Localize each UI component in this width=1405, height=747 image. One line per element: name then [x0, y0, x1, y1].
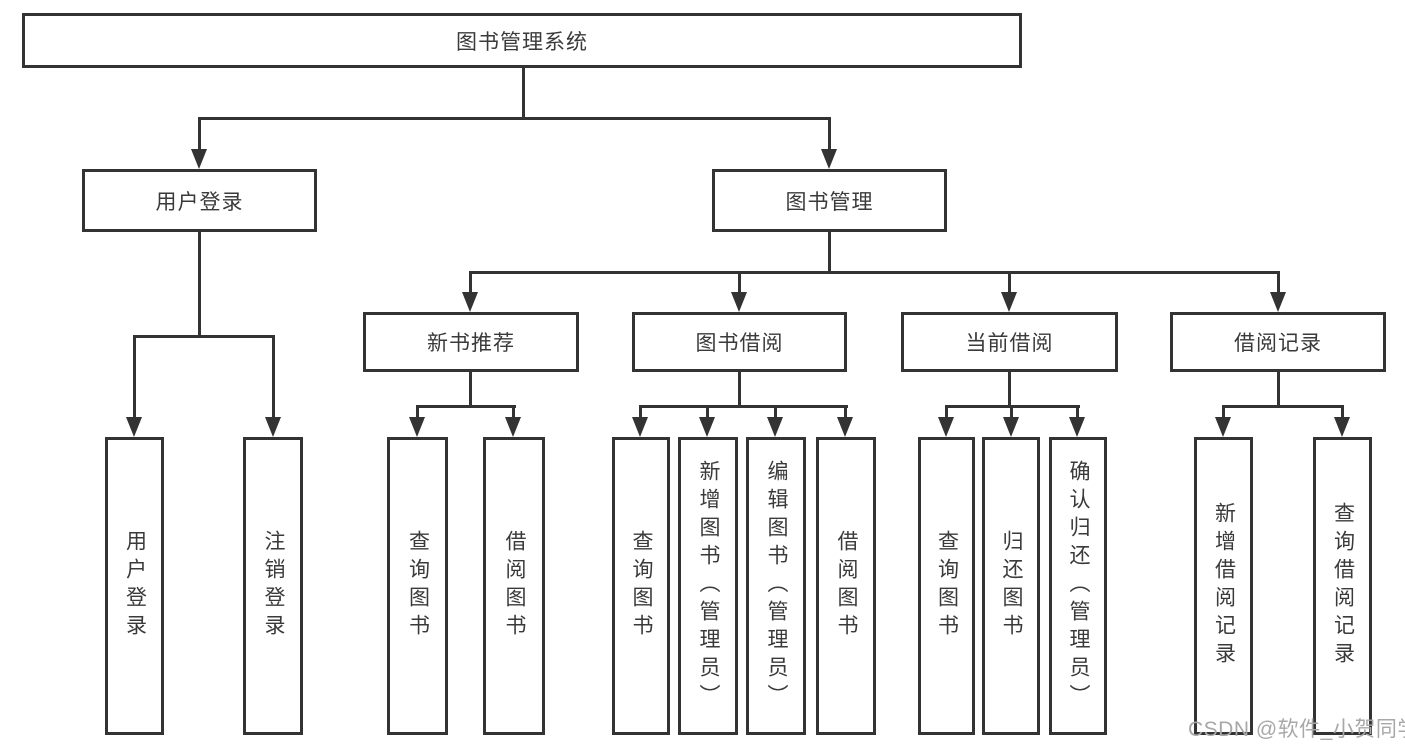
- leaf-user-login: 用户登录: [105, 437, 164, 735]
- leaf-borrow-books-recommend: 借阅图书: [483, 437, 545, 735]
- arrow-down-icon: [1001, 292, 1017, 312]
- connector-drop-leaf: [774, 405, 777, 421]
- leaf-borrow-books: 借阅图书: [816, 437, 876, 735]
- leaf-add-borrow-record-label: 新增借阅记录: [1212, 502, 1236, 670]
- connector-drop-leaf: [1076, 405, 1079, 421]
- leaf-add-book-admin-label: 新增图书（管理员）: [697, 460, 720, 712]
- connector-drop-current-borrow: [1008, 271, 1011, 296]
- connector-borrow-records-trunk: [1277, 372, 1280, 408]
- connector-recommend-bus: [416, 405, 516, 408]
- leaf-query-books-recommend-label: 查询图书: [406, 530, 430, 642]
- leaf-return-books: 归还图书: [982, 437, 1040, 735]
- arrow-down-icon: [191, 149, 207, 169]
- leaf-query-borrow-record: 查询借阅记录: [1313, 437, 1372, 735]
- leaf-confirm-return-admin-label: 确认归还（管理员）: [1067, 460, 1090, 712]
- leaf-edit-book-admin-label: 编辑图书（管理员）: [765, 460, 788, 712]
- arrow-down-icon: [1215, 417, 1231, 437]
- leaf-query-books-recommend: 查询图书: [387, 437, 448, 735]
- node-new-book-recommend: 新书推荐: [363, 312, 579, 372]
- arrow-down-icon: [1270, 292, 1286, 312]
- arrow-down-icon: [1069, 417, 1085, 437]
- leaf-query-books-current-label: 查询图书: [935, 530, 959, 642]
- node-book-borrow: 图书借阅: [632, 312, 847, 372]
- connector-drop-leaf: [1341, 405, 1344, 421]
- connector-drop-leaf: [706, 405, 709, 421]
- csdn-watermark: CSDN @软件_小贺同学: [1188, 718, 1405, 741]
- arrow-down-icon: [409, 417, 425, 437]
- arrow-down-icon: [731, 292, 747, 312]
- connector-drop-leaf-logout: [272, 335, 275, 421]
- arrow-down-icon: [767, 417, 783, 437]
- connector-root-trunk: [522, 68, 525, 118]
- connector-drop-borrow-records: [1277, 271, 1280, 296]
- arrow-down-icon: [1334, 417, 1350, 437]
- connector-level2-bus: [198, 117, 831, 120]
- node-user-login-label: 用户登录: [155, 190, 244, 214]
- leaf-borrow-books-label: 借阅图书: [835, 530, 858, 642]
- connector-drop-leaf: [945, 405, 948, 421]
- node-current-borrow: 当前借阅: [901, 312, 1118, 372]
- arrow-down-icon: [505, 417, 521, 437]
- leaf-add-borrow-record: 新增借阅记录: [1194, 437, 1253, 735]
- connector-drop-book-management: [828, 117, 831, 153]
- leaf-query-books-borrow: 查询图书: [612, 437, 670, 735]
- leaf-query-borrow-record-label: 查询借阅记录: [1331, 502, 1355, 670]
- connector-user-login-trunk: [198, 232, 201, 338]
- arrow-down-icon: [632, 417, 648, 437]
- arrow-down-icon: [699, 417, 715, 437]
- node-user-login: 用户登录: [82, 169, 317, 232]
- connector-drop-leaf: [844, 405, 847, 421]
- leaf-query-books-borrow-label: 查询图书: [630, 530, 653, 642]
- node-new-book-recommend-label: 新书推荐: [427, 332, 515, 355]
- connector-drop-leaf: [416, 405, 419, 421]
- leaf-user-login-label: 用户登录: [123, 530, 147, 642]
- node-book-borrow-label: 图书借阅: [695, 332, 784, 355]
- node-borrow-records-label: 借阅记录: [1234, 332, 1322, 355]
- leaf-add-book-admin: 新增图书（管理员）: [678, 437, 738, 735]
- leaf-logout-label: 注销登录: [262, 530, 285, 642]
- node-book-management-label: 图书管理: [785, 190, 874, 214]
- connector-user-login-bus: [133, 335, 275, 338]
- connector-drop-leaf: [1222, 405, 1225, 421]
- leaf-borrow-books-recommend-label: 借阅图书: [503, 530, 526, 642]
- leaf-query-books-current: 查询图书: [918, 437, 975, 735]
- connector-borrow-records-bus: [1222, 405, 1343, 408]
- arrow-down-icon: [821, 149, 837, 169]
- arrow-down-icon: [938, 417, 954, 437]
- connector-drop-new-book-recommend: [469, 271, 472, 296]
- connector-drop-leaf: [1010, 405, 1013, 421]
- leaf-return-books-label: 归还图书: [1000, 530, 1023, 642]
- connector-book-management-trunk: [828, 232, 831, 274]
- leaf-logout: 注销登录: [243, 437, 303, 735]
- connector-drop-leaf: [639, 405, 642, 421]
- node-root: 图书管理系统: [22, 13, 1022, 68]
- node-borrow-records: 借阅记录: [1170, 312, 1386, 372]
- connector-recommend-trunk: [469, 372, 472, 408]
- connector-drop-leaf: [512, 405, 515, 421]
- arrow-down-icon: [462, 292, 478, 312]
- connector-book-borrow-bus: [639, 405, 848, 408]
- connector-book-borrow-trunk: [738, 372, 741, 408]
- node-book-management: 图书管理: [712, 169, 947, 232]
- connector-drop-leaf-user-login: [133, 335, 136, 421]
- connector-current-borrow-trunk: [1008, 372, 1011, 408]
- node-current-borrow-label: 当前借阅: [965, 332, 1054, 355]
- connector-drop-user-login: [198, 117, 201, 153]
- arrow-down-icon: [265, 417, 281, 437]
- connector-drop-book-borrow: [738, 271, 741, 296]
- node-root-label: 图书管理系统: [456, 30, 588, 54]
- arrow-down-icon: [126, 417, 142, 437]
- leaf-confirm-return-admin: 确认归还（管理员）: [1049, 437, 1107, 735]
- connector-level3-bus: [469, 271, 1280, 274]
- arrow-down-icon: [837, 417, 853, 437]
- leaf-edit-book-admin: 编辑图书（管理员）: [746, 437, 806, 735]
- arrow-down-icon: [1003, 417, 1019, 437]
